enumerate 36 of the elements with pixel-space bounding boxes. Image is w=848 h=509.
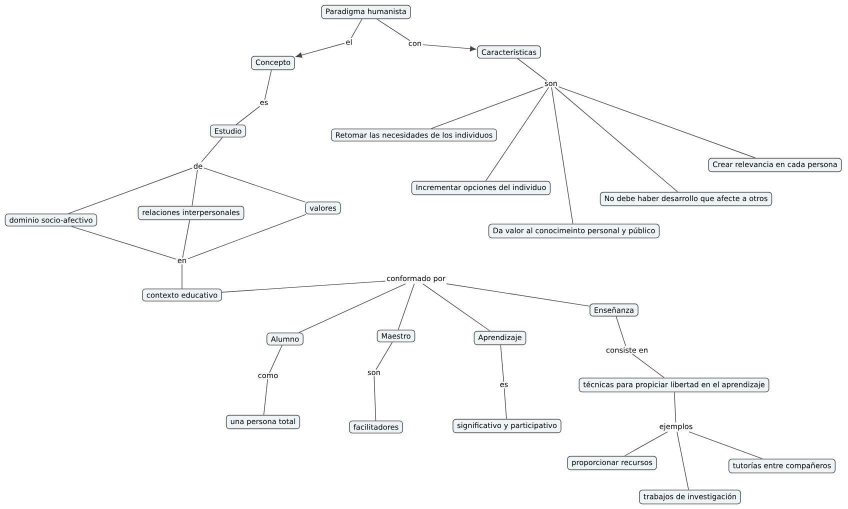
connector-line xyxy=(551,86,574,224)
connector-line xyxy=(68,168,193,214)
connector-line xyxy=(187,214,306,260)
connector-line xyxy=(485,86,550,182)
connector-line xyxy=(222,280,386,293)
connector-line xyxy=(688,431,763,460)
connector-line xyxy=(201,137,223,162)
connector-line xyxy=(203,168,306,202)
arrow xyxy=(296,42,345,58)
connector-line xyxy=(376,342,393,370)
connector-line xyxy=(676,431,689,490)
connector-line xyxy=(350,18,362,38)
connector-line xyxy=(263,378,268,416)
connector-line xyxy=(554,86,678,192)
connector-line xyxy=(632,354,665,378)
connector-line xyxy=(192,170,198,206)
connector-line xyxy=(236,106,260,125)
connector-line xyxy=(446,283,590,307)
connector-line xyxy=(674,392,676,423)
connector-line xyxy=(269,345,282,374)
connector-line xyxy=(298,283,406,333)
arrow xyxy=(422,44,476,52)
connector-line xyxy=(430,86,544,129)
connector-line xyxy=(500,344,504,382)
connector-line xyxy=(71,226,177,260)
connector-line xyxy=(624,431,668,456)
connector-line xyxy=(504,388,507,420)
connector-line xyxy=(376,18,410,42)
connector-line xyxy=(398,283,415,330)
connector-line xyxy=(517,58,547,82)
connector-line xyxy=(264,70,272,100)
connector-line xyxy=(374,376,376,421)
connector-line xyxy=(182,220,190,258)
connector-line xyxy=(422,283,490,332)
connector-line xyxy=(616,316,626,346)
connector-line xyxy=(558,86,756,158)
